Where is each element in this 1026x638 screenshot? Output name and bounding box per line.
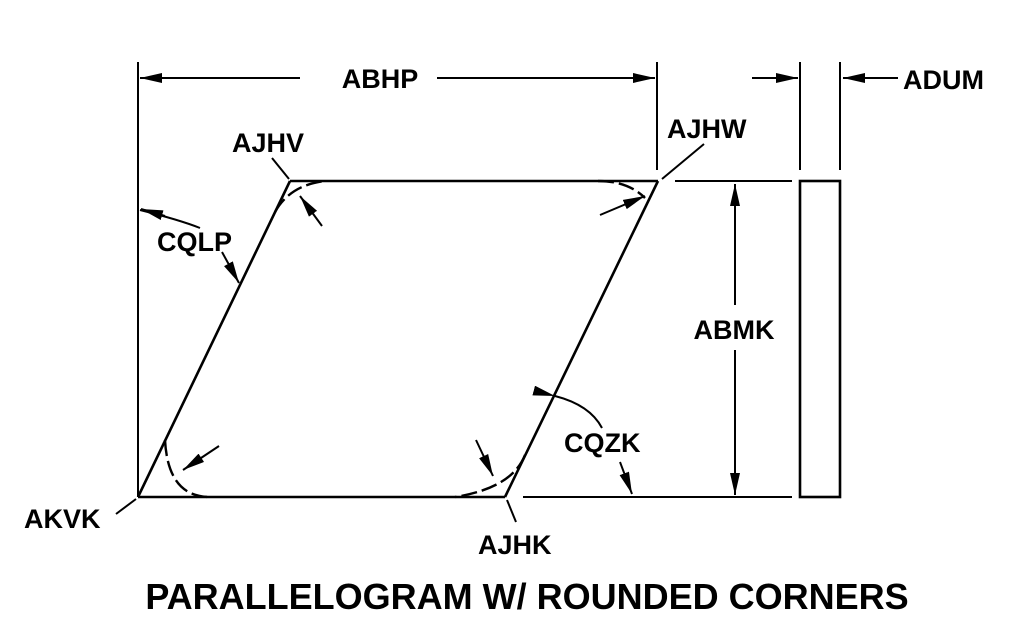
extension-lines bbox=[137, 62, 841, 498]
ajhw-callout: AJHW bbox=[661, 114, 747, 180]
cqzk-angle: CQZK bbox=[532, 385, 641, 495]
ajhv-callout: AJHV bbox=[232, 128, 304, 180]
ajhv-label: AJHV bbox=[232, 128, 304, 158]
abhp-label: ABHP bbox=[342, 64, 419, 94]
akvk-label: AKVK bbox=[24, 504, 101, 534]
akvk-callout: AKVK bbox=[24, 498, 137, 534]
ajhw-label: AJHW bbox=[667, 114, 747, 144]
rounded-corner-arcs bbox=[163, 179, 646, 499]
abmk-label: ABMK bbox=[694, 315, 775, 345]
cqzk-label: CQZK bbox=[564, 428, 641, 458]
adum-dimension: ADUM bbox=[752, 65, 984, 95]
ajhk-label: AJHK bbox=[478, 530, 552, 560]
thickness-profile bbox=[798, 179, 842, 499]
ajhk-callout: AJHK bbox=[478, 499, 552, 560]
adum-label: ADUM bbox=[903, 65, 984, 95]
corner-radius-arrows bbox=[182, 195, 646, 477]
abmk-dimension: ABMK bbox=[694, 184, 775, 495]
figure-title: PARALLELOGRAM W/ ROUNDED CORNERS bbox=[145, 576, 908, 617]
abhp-dimension: ABHP bbox=[140, 64, 655, 94]
parallelogram-shape bbox=[136, 179, 660, 499]
cqlp-angle: CQLP bbox=[139, 208, 240, 284]
cqlp-label: CQLP bbox=[157, 227, 232, 257]
